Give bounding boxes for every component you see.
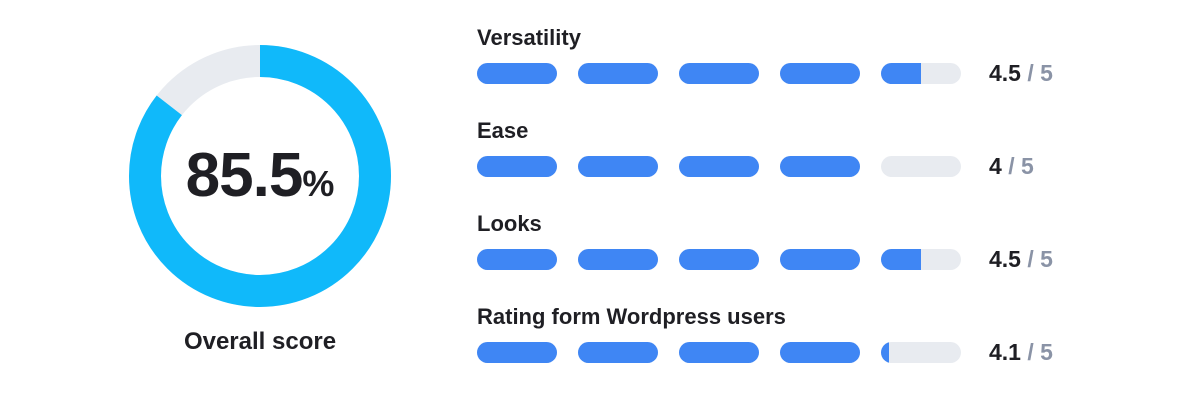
overall-score-label: Overall score <box>183 328 337 355</box>
rating-pill-fill <box>780 342 860 363</box>
rating-separator: / <box>1027 339 1034 365</box>
rating-row: Rating form Wordpress users 4.1 / 5 <box>477 301 1117 394</box>
overall-score-donut: 85.5% <box>128 44 392 308</box>
rating-pill-fill <box>881 249 921 270</box>
rating-pill <box>477 342 557 363</box>
rating-separator: / <box>1008 153 1015 179</box>
rating-pill <box>679 249 759 270</box>
rating-row: Looks 4.5 / 5 <box>477 208 1117 301</box>
rating-separator: / <box>1027 60 1034 86</box>
rating-max: 5 <box>1040 339 1053 365</box>
rating-score: 4.5 <box>989 60 1021 86</box>
rating-pill-fill <box>578 63 658 84</box>
rating-pill-fill <box>881 342 889 363</box>
rating-row: Versatility 4.5 / 5 <box>477 22 1117 115</box>
rating-pill-fill <box>679 156 759 177</box>
rating-pill-fill <box>477 63 557 84</box>
rating-pill <box>881 249 961 270</box>
rating-pill-fill <box>881 63 921 84</box>
rating-pill-fill <box>679 63 759 84</box>
rating-pill-fill <box>780 156 860 177</box>
rating-title: Ease <box>477 118 529 143</box>
rating-pill-fill <box>679 249 759 270</box>
rating-bar <box>477 63 961 84</box>
rating-value: 4 / 5 <box>989 152 1034 180</box>
rating-pill-fill <box>477 156 557 177</box>
overall-score-value: 85.5% <box>128 144 392 216</box>
rating-max: 5 <box>1020 153 1034 179</box>
rating-pill-fill <box>679 342 759 363</box>
rating-title: Rating form Wordpress users <box>477 304 786 329</box>
overall-score-number: 85.5 <box>185 141 304 210</box>
rating-score: 4 <box>989 153 1002 179</box>
rating-pill <box>780 342 860 363</box>
rating-pill <box>780 249 860 270</box>
rating-value: 4.5 / 5 <box>989 59 1053 87</box>
rating-value: 4.5 / 5 <box>989 245 1053 273</box>
rating-pill-fill <box>477 342 557 363</box>
rating-score: 4.1 <box>989 339 1021 365</box>
rating-title: Versatility <box>477 25 581 50</box>
rating-bar <box>477 156 961 177</box>
rating-pill <box>881 63 961 84</box>
rating-pill <box>578 249 658 270</box>
rating-pill-fill <box>477 249 557 270</box>
rating-pill <box>679 156 759 177</box>
rating-pill-fill <box>780 63 860 84</box>
rating-bar <box>477 342 961 363</box>
rating-separator: / <box>1027 246 1034 272</box>
rating-pill <box>780 156 860 177</box>
rating-pill <box>578 156 658 177</box>
rating-pill <box>679 63 759 84</box>
rating-pill <box>881 156 961 177</box>
rating-row: Ease 4 / 5 <box>477 115 1117 208</box>
rating-pill <box>780 63 860 84</box>
rating-pill <box>578 63 658 84</box>
rating-title: Looks <box>477 211 542 236</box>
rating-pill-fill <box>578 342 658 363</box>
rating-pill <box>477 63 557 84</box>
rating-pill <box>881 342 961 363</box>
rating-pill <box>477 249 557 270</box>
rating-pill-fill <box>578 156 658 177</box>
rating-pill <box>578 342 658 363</box>
donut-progress-arc <box>129 45 391 307</box>
rating-pill-fill <box>578 249 658 270</box>
rating-value: 4.1 / 5 <box>989 338 1053 366</box>
overall-score-panel: 85.5% Overall score <box>128 44 392 356</box>
rating-pill <box>679 342 759 363</box>
rating-score: 4.5 <box>989 246 1021 272</box>
rating-bar <box>477 249 961 270</box>
rating-max: 5 <box>1040 246 1053 272</box>
rating-pill-fill <box>780 249 860 270</box>
donut-chart <box>129 45 391 307</box>
rating-pill <box>477 156 557 177</box>
ratings-list: Versatility 4.5 / 5 Ease 4 / 5 Looks 4.5… <box>477 22 1117 394</box>
rating-max: 5 <box>1040 60 1053 86</box>
overall-score-unit: % <box>302 163 335 204</box>
